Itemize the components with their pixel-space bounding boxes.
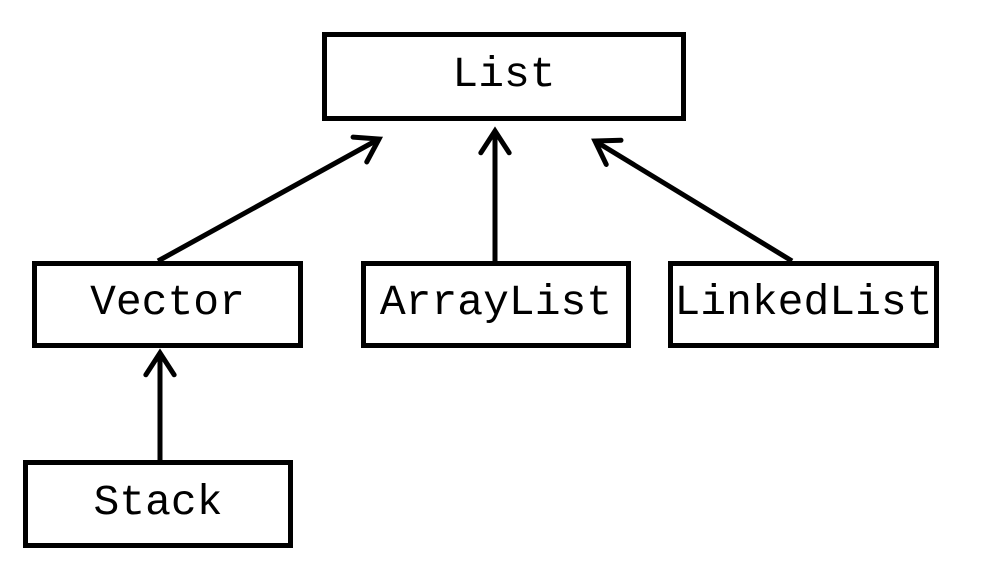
node-vector: Vector — [32, 261, 303, 348]
node-vector-label: Vector — [90, 278, 245, 327]
node-stack: Stack — [23, 460, 293, 548]
node-arraylist-label: ArrayList — [379, 278, 613, 327]
node-linkedlist: LinkedList — [668, 261, 939, 348]
node-list: List — [322, 32, 686, 121]
node-linkedlist-label: LinkedList — [674, 278, 933, 327]
node-arraylist: ArrayList — [361, 261, 631, 348]
node-list-label: List — [452, 50, 556, 99]
node-stack-label: Stack — [93, 477, 223, 527]
